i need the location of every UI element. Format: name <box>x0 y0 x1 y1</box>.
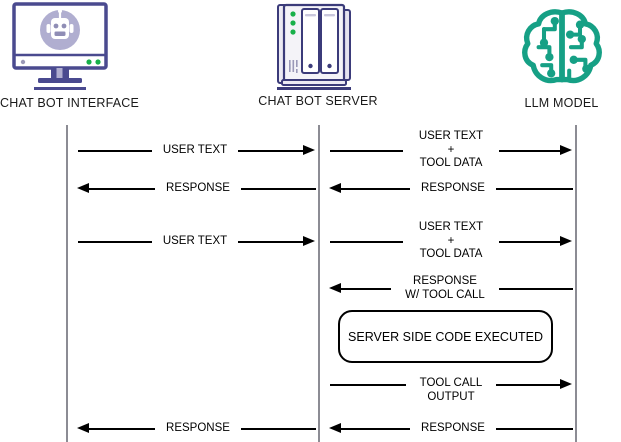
message-label: RESPONSE <box>410 422 496 436</box>
brain-circuit-icon <box>517 4 607 94</box>
lifeline-chat-bot-server <box>318 125 320 442</box>
message-label: TOOL CALL OUTPUT <box>406 377 496 404</box>
message-label: USER TEXT + TOOL DATA <box>403 130 499 171</box>
message-label: RESPONSE W/ TOOL CALL <box>391 275 499 302</box>
participant-chat-bot-interface: CHAT BOT INTERFACE <box>0 2 140 110</box>
process-box-label: SERVER SIDE CODE EXECUTED <box>348 329 543 344</box>
message-label: RESPONSE <box>155 422 241 436</box>
participant-llm-model: LLM MODEL <box>502 4 621 110</box>
participant-label-chat-bot-server: CHAT BOT SERVER <box>258 94 378 108</box>
message-label: USER TEXT <box>152 144 238 158</box>
server-rack-icon <box>275 2 361 92</box>
lifeline-chat-bot-interface <box>66 125 68 442</box>
participant-chat-bot-server: CHAT BOT SERVER <box>240 2 396 108</box>
message-label: RESPONSE <box>155 182 241 196</box>
monitor-robot-icon <box>11 2 122 94</box>
message-label: USER TEXT + TOOL DATA <box>403 221 499 262</box>
message-label: USER TEXT <box>152 235 238 249</box>
lifeline-llm-model <box>575 125 577 442</box>
participant-label-llm-model: LLM MODEL <box>524 96 599 110</box>
message-label: RESPONSE <box>410 182 496 196</box>
process-box-server-side-code-executed: SERVER SIDE CODE EXECUTED <box>338 310 553 363</box>
participant-label-chat-bot-interface: CHAT BOT INTERFACE <box>0 96 140 110</box>
